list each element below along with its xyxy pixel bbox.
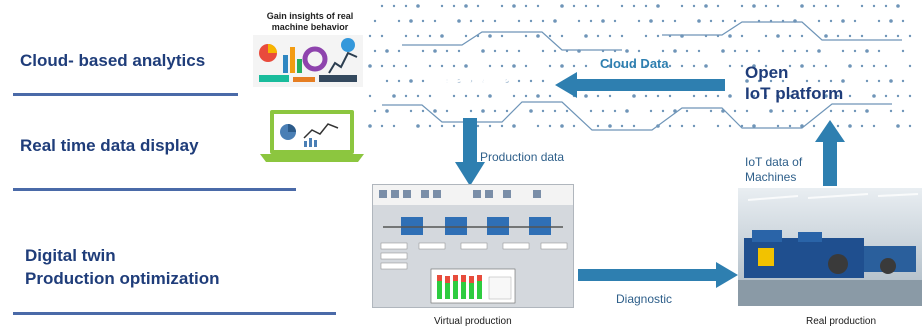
iot-platform-label-line1: Open <box>745 63 789 82</box>
iot-data-arrow <box>815 120 845 186</box>
real-production-photo <box>738 188 922 306</box>
digital-twin-label: Digital twin <box>25 246 116 265</box>
production-optimization-label: Production optimization <box>25 269 220 288</box>
diagnostic-label: Diagnostic <box>616 292 673 306</box>
iot-platform-label-line2: IoT platform <box>745 84 844 103</box>
production-data-arrow <box>455 118 485 186</box>
realtime-display-label: Real time data display <box>20 136 199 155</box>
separator-1 <box>13 93 238 96</box>
separator-3 <box>13 312 336 315</box>
separator-2 <box>13 188 296 191</box>
production-data-label: Production data <box>480 150 565 164</box>
virtual-production-screenshot <box>372 184 574 308</box>
laptop-icon <box>258 108 366 164</box>
insights-caption-line1: Gain insights of real <box>266 11 354 21</box>
real-production-caption: Real production <box>806 316 877 327</box>
cloud-data-arrow <box>555 72 725 98</box>
insights-caption-line2: machine behavior <box>271 22 349 32</box>
iot-data-label-line1: IoT data of <box>745 155 803 169</box>
cldt-app-label: CLDT app <box>430 67 511 86</box>
virtual-production-caption: Virtual production <box>434 316 512 327</box>
cloud-data-label: Cloud Data <box>600 56 669 71</box>
cloud-analytics-label: Cloud- based analytics <box>20 51 206 70</box>
cloud-circuit-pattern <box>368 4 912 131</box>
analytics-infographic-icon <box>253 35 363 87</box>
insights-caption: Gain insights of real machine behavior <box>252 11 368 33</box>
iot-data-label-line2: Machines <box>745 170 797 184</box>
analytics-infographic <box>253 35 363 87</box>
diagnostic-arrow <box>578 262 738 288</box>
